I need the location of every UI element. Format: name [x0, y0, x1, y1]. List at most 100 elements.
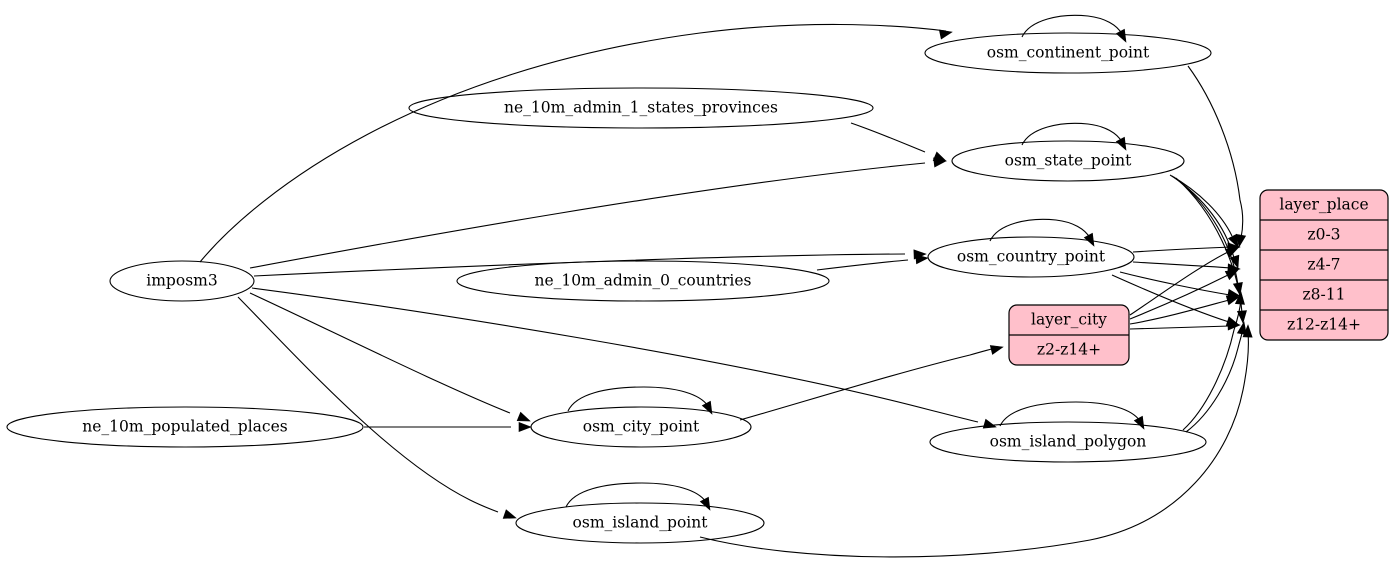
graph-edge: [565, 482, 711, 511]
graph-edge: [249, 157, 947, 269]
edge-arrowhead: [1234, 291, 1245, 305]
node-ellipse[interactable]: [515, 502, 765, 544]
edge-line: [251, 287, 979, 423]
node-ellipse[interactable]: [6, 406, 364, 448]
node-ellipse[interactable]: [929, 421, 1207, 463]
graph-node-imposm3[interactable]: imposm3: [109, 260, 255, 302]
node-label: osm_island_point: [573, 514, 709, 532]
edges-layer: [199, 14, 1253, 558]
edge-arrowhead: [1224, 269, 1239, 281]
edge-line: [1132, 246, 1233, 253]
edge-line: [1129, 251, 1229, 316]
node-ellipse[interactable]: [109, 260, 255, 302]
node-label: ne_10m_admin_0_countries: [535, 272, 752, 290]
record-row-label: z2-z14+: [1037, 341, 1101, 359]
node-ellipse[interactable]: [408, 87, 874, 129]
graph-edge: [1129, 269, 1239, 320]
graph-edge: [1129, 320, 1241, 331]
edge-arrowhead: [1115, 28, 1127, 43]
edge-arrowhead: [1225, 295, 1240, 306]
graph-edge: [1132, 261, 1241, 274]
edge-arrowhead: [1236, 310, 1247, 324]
node-ellipse[interactable]: [456, 260, 830, 302]
edge-line: [565, 482, 707, 508]
edge-line: [1129, 299, 1230, 325]
edge-arrowhead: [1229, 254, 1240, 269]
edge-arrowhead: [989, 345, 1004, 355]
node-label: osm_island_polygon: [990, 433, 1147, 451]
node-ellipse[interactable]: [530, 406, 752, 448]
graph-node-osm_island_polygon[interactable]: osm_island_polygon: [929, 421, 1207, 463]
edge-line: [1132, 261, 1232, 269]
graph-node-ne_10m_populated_places[interactable]: ne_10m_populated_places: [6, 406, 364, 448]
record-row-label: z8-11: [1303, 286, 1346, 304]
graph-node-osm_country_point[interactable]: osm_country_point: [927, 236, 1135, 278]
graph-edge: [364, 421, 532, 433]
edge-line: [249, 292, 511, 414]
record-header-label: layer_place: [1279, 196, 1368, 214]
graph-edge: [1171, 175, 1240, 269]
graph-edge: [999, 401, 1145, 430]
edge-line: [739, 347, 996, 421]
record-header-label: layer_city: [1031, 311, 1107, 329]
node-label: osm_continent_point: [987, 44, 1150, 62]
graph-edge: [237, 296, 517, 519]
node-label: osm_state_point: [1005, 152, 1133, 170]
node-ellipse[interactable]: [924, 32, 1212, 74]
edge-arrowhead: [1115, 136, 1127, 151]
edge-line: [1129, 274, 1229, 320]
edge-line: [199, 23, 947, 263]
edge-line: [567, 386, 709, 412]
edge-line: [1182, 299, 1242, 431]
graph-edge: [816, 254, 929, 271]
graph-node-osm_state_point[interactable]: osm_state_point: [951, 140, 1185, 182]
graph-edge: [1021, 122, 1127, 151]
graph-node-ne_10m_admin_1_states_provinces[interactable]: ne_10m_admin_1_states_provinces: [408, 87, 874, 129]
node-ellipse[interactable]: [951, 140, 1185, 182]
edge-arrowhead: [699, 496, 711, 511]
edge-arrowhead: [1133, 415, 1145, 430]
node-label: imposm3: [146, 272, 217, 290]
graph-node-osm_continent_point[interactable]: osm_continent_point: [924, 32, 1212, 74]
edge-line: [237, 296, 499, 513]
edge-line: [1119, 271, 1231, 296]
graph-node-ne_10m_admin_0_countries[interactable]: ne_10m_admin_0_countries: [456, 260, 830, 302]
graph-node-osm_island_point[interactable]: osm_island_point: [515, 502, 765, 544]
graph-edge: [567, 386, 713, 415]
record-row-label: z0-3: [1307, 226, 1340, 244]
edge-line: [699, 332, 1249, 558]
edge-arrowhead: [516, 411, 531, 422]
edge-arrowhead: [1236, 234, 1247, 248]
edge-line: [989, 218, 1091, 242]
edge-line: [816, 259, 909, 271]
node-label: ne_10m_admin_1_states_provinces: [504, 99, 778, 117]
graph-edge: [739, 345, 1004, 421]
graph-edge: [850, 122, 947, 162]
graph-edge: [1187, 65, 1247, 248]
graph-edge: [1129, 247, 1239, 316]
graph-edge: [1021, 14, 1127, 43]
graph-edge: [249, 292, 531, 422]
graph-node-osm_city_point[interactable]: osm_city_point: [530, 406, 752, 448]
edge-line: [249, 162, 926, 269]
edge-arrowhead: [1224, 247, 1239, 258]
graph-edge: [1129, 295, 1240, 325]
record-node-body[interactable]: [1259, 189, 1389, 341]
graph-edge: [199, 23, 953, 263]
record-nodes-layer: layer_cityz2-z14+layer_placez0-3z4-7z8-1…: [1008, 189, 1389, 366]
graph-edge: [1185, 321, 1247, 433]
node-label: ne_10m_populated_places: [82, 418, 287, 436]
record-row-label: z12-z14+: [1287, 316, 1361, 334]
graph-edge: [251, 287, 997, 429]
edge-arrowhead: [1227, 320, 1241, 331]
node-label: osm_country_point: [957, 248, 1106, 266]
edge-line: [1021, 122, 1123, 146]
edge-arrowhead: [1242, 324, 1253, 338]
record-node-layer_city[interactable]: layer_city z2-z14+: [1008, 304, 1130, 366]
ellipse-nodes-layer: imposm3 ne_10m_admin_1_states_provincesne…: [6, 32, 1212, 544]
graph-edge: [1132, 242, 1241, 253]
edge-arrowhead: [518, 421, 532, 433]
edge-arrowhead: [1083, 232, 1095, 247]
node-ellipse[interactable]: [927, 236, 1135, 278]
